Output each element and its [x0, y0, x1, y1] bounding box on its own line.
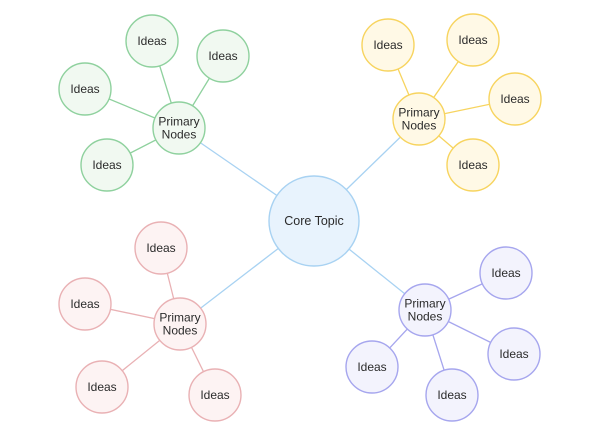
- idea-node-blue-2-circle: [487, 327, 541, 381]
- idea-node-blue-1-circle: [479, 246, 533, 300]
- idea-node-green-2[interactable]: Ideas: [196, 29, 250, 83]
- idea-node-green-4-circle: [80, 138, 134, 192]
- idea-node-green-3[interactable]: Ideas: [58, 62, 112, 116]
- primary-node-green-label: Primary: [158, 115, 199, 129]
- idea-node-green-3-label: Ideas: [70, 82, 99, 96]
- core-topic-node[interactable]: Core Topic: [268, 175, 360, 267]
- idea-node-yellow-4[interactable]: Ideas: [446, 138, 500, 192]
- idea-node-pink-4-circle: [188, 368, 242, 422]
- idea-node-yellow-2-label: Ideas: [458, 33, 487, 47]
- primary-node-green-circle: [152, 101, 206, 155]
- primary-node-yellow-label: Nodes: [402, 119, 437, 133]
- primary-node-blue-label: Primary: [404, 297, 445, 311]
- idea-node-pink-1-circle: [134, 221, 188, 275]
- idea-node-blue-1-label: Ideas: [491, 266, 520, 280]
- idea-node-pink-1[interactable]: Ideas: [134, 221, 188, 275]
- idea-node-green-3-circle: [58, 62, 112, 116]
- primary-node-yellow-circle: [392, 92, 446, 146]
- primary-node-yellow-label: Primary: [398, 106, 439, 120]
- idea-node-yellow-2-circle: [446, 13, 500, 67]
- idea-node-pink-2[interactable]: Ideas: [58, 277, 112, 331]
- primary-node-blue-circle: [398, 283, 452, 337]
- idea-node-blue-2[interactable]: Ideas: [487, 327, 541, 381]
- idea-node-green-4[interactable]: Ideas: [80, 138, 134, 192]
- idea-node-blue-2-label: Ideas: [499, 347, 528, 361]
- idea-node-yellow-1-label: Ideas: [373, 38, 402, 52]
- core-topic-node-circle: [268, 175, 360, 267]
- idea-node-green-2-circle: [196, 29, 250, 83]
- idea-node-yellow-3-label: Ideas: [500, 92, 529, 106]
- idea-node-green-1-circle: [125, 14, 179, 68]
- idea-node-blue-4[interactable]: Ideas: [425, 368, 479, 422]
- idea-node-yellow-3[interactable]: Ideas: [488, 72, 542, 126]
- diagram-nodes: Core TopicPrimaryNodesIdeasIdeasIdeasIde…: [58, 13, 542, 422]
- idea-node-yellow-4-label: Ideas: [458, 158, 487, 172]
- idea-node-blue-4-circle: [425, 368, 479, 422]
- idea-node-pink-4-label: Ideas: [200, 388, 229, 402]
- idea-node-blue-4-label: Ideas: [437, 388, 466, 402]
- idea-node-pink-2-label: Ideas: [70, 297, 99, 311]
- idea-node-yellow-1-circle: [361, 18, 415, 72]
- idea-node-green-4-label: Ideas: [92, 158, 121, 172]
- idea-node-pink-2-circle: [58, 277, 112, 331]
- idea-node-blue-3-label: Ideas: [357, 360, 386, 374]
- idea-node-blue-1[interactable]: Ideas: [479, 246, 533, 300]
- core-topic-node-label: Core Topic: [284, 214, 344, 228]
- idea-node-yellow-3-circle: [488, 72, 542, 126]
- idea-node-green-1[interactable]: Ideas: [125, 14, 179, 68]
- primary-node-pink-label: Primary: [159, 311, 200, 325]
- idea-node-pink-1-label: Ideas: [146, 241, 175, 255]
- idea-node-blue-3-circle: [345, 340, 399, 394]
- idea-node-green-1-label: Ideas: [137, 34, 166, 48]
- idea-node-pink-3[interactable]: Ideas: [75, 360, 129, 414]
- idea-node-green-2-label: Ideas: [208, 49, 237, 63]
- primary-node-blue-label: Nodes: [408, 310, 443, 324]
- idea-node-pink-3-label: Ideas: [87, 380, 116, 394]
- idea-node-pink-4[interactable]: Ideas: [188, 368, 242, 422]
- idea-node-yellow-2[interactable]: Ideas: [446, 13, 500, 67]
- primary-node-green-label: Nodes: [162, 128, 197, 142]
- idea-node-pink-3-circle: [75, 360, 129, 414]
- idea-node-blue-3[interactable]: Ideas: [345, 340, 399, 394]
- primary-node-pink-label: Nodes: [163, 324, 198, 338]
- idea-node-yellow-4-circle: [446, 138, 500, 192]
- idea-node-yellow-1[interactable]: Ideas: [361, 18, 415, 72]
- primary-node-pink-circle: [153, 297, 207, 351]
